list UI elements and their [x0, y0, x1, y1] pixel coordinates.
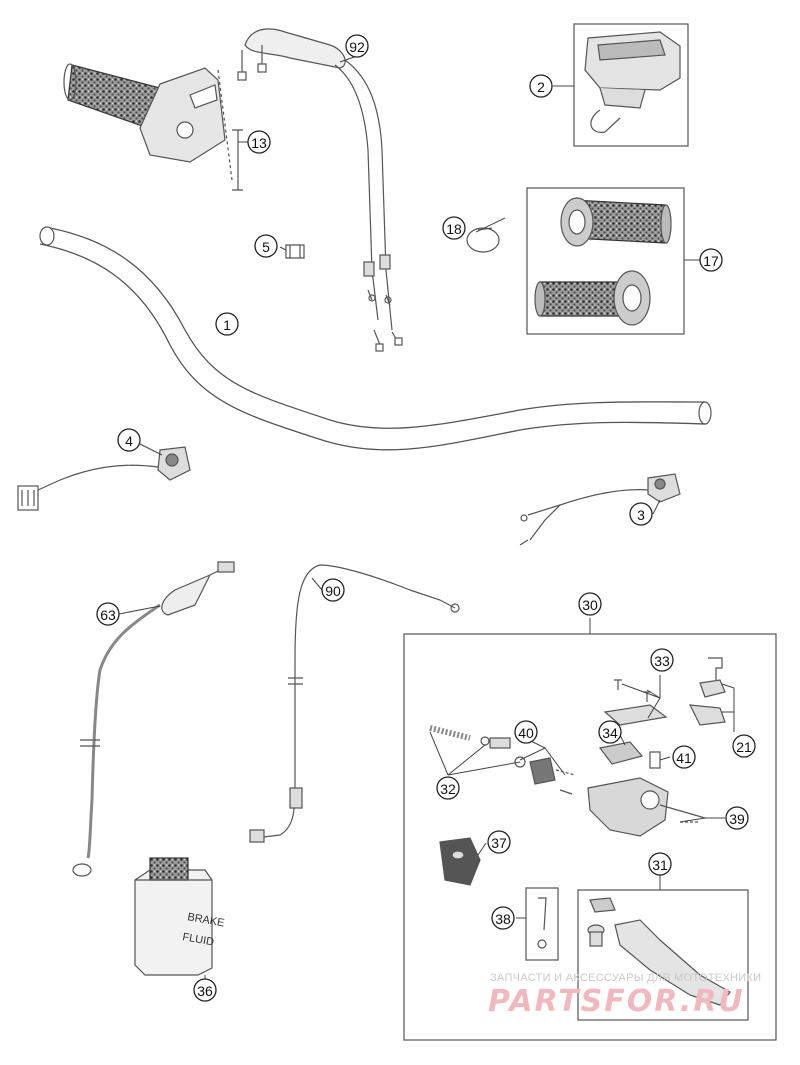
callout-circle-17	[699, 248, 723, 272]
watermark-tagline: ЗАПЧАСТИ И АКСЕССУАРЫ ДЛЯ МОТОТЕХНИКИ	[490, 972, 762, 984]
callout-circle-36	[193, 978, 217, 1002]
callout-label-63: 63	[100, 607, 116, 623]
switch-left	[17, 446, 191, 511]
callout-circle-33	[650, 648, 674, 672]
throttle-cables	[237, 28, 403, 352]
callout-label-17: 17	[703, 253, 719, 269]
callout-circle-92	[345, 34, 369, 58]
throttle-assembly	[63, 63, 243, 191]
grips-part	[526, 187, 685, 335]
callout-label-3: 3	[637, 507, 645, 523]
callout-label-21: 21	[736, 739, 752, 755]
callout-label-36: 36	[197, 983, 213, 999]
callout-label-34: 34	[602, 725, 618, 741]
callout-circle-40	[514, 720, 538, 744]
callout-label-90: 90	[325, 583, 341, 599]
callout-label-1: 1	[223, 317, 231, 333]
callout-circle-38	[491, 906, 515, 930]
callout-label-2: 2	[537, 79, 545, 95]
switch-right	[519, 473, 681, 546]
cable-63	[72, 561, 235, 877]
callout-circle-90	[321, 578, 345, 602]
callout-circle-2	[529, 74, 553, 98]
callout-circle-31	[648, 852, 672, 876]
watermark-logo: PARTSFOR.RU	[488, 984, 745, 1019]
callouts: 92 2 13 5 18 17 1 4 3 63 90 30 33 21 40 34 41 32 39 37 31 38 3…	[96, 34, 756, 1002]
leader-lines	[118, 55, 735, 985]
callout-circle-5	[254, 234, 278, 258]
callout-circle-39	[725, 806, 749, 830]
handlebar	[39, 226, 712, 451]
clip-part	[285, 244, 305, 259]
callout-label-18: 18	[446, 221, 462, 237]
cable-tie	[466, 217, 506, 253]
callout-label-5: 5	[262, 239, 270, 255]
callout-label-13: 13	[251, 135, 267, 151]
callout-circle-1	[215, 312, 239, 336]
callout-circle-18	[442, 216, 466, 240]
callout-label-32: 32	[440, 781, 456, 797]
callout-label-30: 30	[582, 597, 598, 613]
callout-circle-63	[96, 602, 120, 626]
callout-circle-21	[732, 734, 756, 758]
callout-circle-32	[436, 776, 460, 800]
callout-label-40: 40	[518, 725, 534, 741]
callout-circle-41	[672, 745, 696, 769]
bottle-label-line-2: FLUID	[181, 931, 214, 948]
callout-label-38: 38	[495, 911, 511, 927]
callout-circle-37	[487, 830, 511, 854]
cover-part	[573, 23, 689, 147]
master-cylinder-parts	[429, 657, 749, 1021]
brake-fluid-bottle	[134, 857, 213, 976]
callout-circle-3	[629, 502, 653, 526]
callout-circle-30	[578, 592, 602, 616]
callout-circle-34	[598, 720, 622, 744]
callout-label-37: 37	[491, 835, 507, 851]
callout-label-39: 39	[729, 811, 745, 827]
callout-label-92: 92	[349, 39, 365, 55]
callout-label-31: 31	[652, 857, 668, 873]
callout-label-33: 33	[654, 653, 670, 669]
callout-label-41: 41	[676, 750, 692, 766]
callout-label-4: 4	[125, 433, 133, 449]
callout-circle-13	[247, 130, 271, 154]
callout-circle-4	[117, 428, 141, 452]
cable-90	[249, 564, 460, 843]
